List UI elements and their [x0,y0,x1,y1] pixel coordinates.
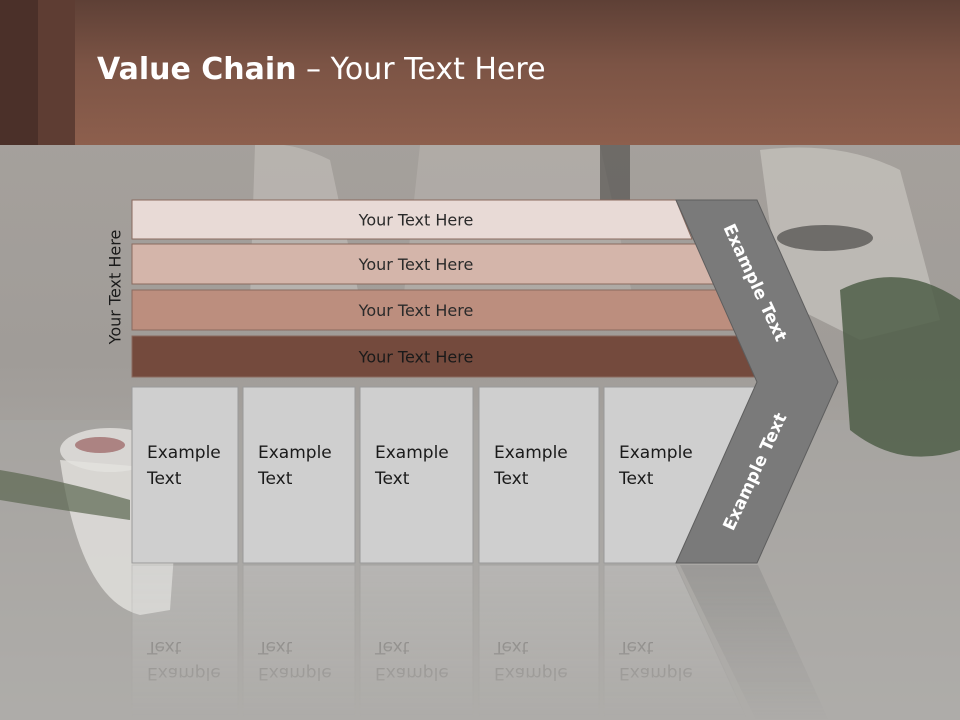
process-box-label: Example [494,443,568,463]
process-box-label: Example [147,443,221,463]
process-box-label-reflection: Example [375,663,449,683]
chevron-arrow [675,199,839,564]
process-box-reflection [359,564,474,720]
process-box-label: Example [258,443,332,463]
process-box-label: Text [257,469,293,489]
process-box-label-reflection: Text [257,637,293,657]
process-box-label: Text [493,469,529,489]
process-box-label: Example [375,443,449,463]
process-box-label: Text [146,469,182,489]
process-box [359,386,474,564]
title-bold: Value Chain [97,52,297,87]
process-box-reflection [478,564,600,720]
value-bar-label: Your Text Here [358,211,474,230]
process-box-label-reflection: Example [258,663,332,683]
process-box [478,386,600,564]
process-box-label-reflection: Text [618,637,654,657]
process-box-label-reflection: Example [494,663,568,683]
header-accent-strip [38,0,75,145]
process-box-label: Text [374,469,410,489]
process-box [131,386,239,564]
process-box-reflection [242,564,356,720]
process-box-label-reflection: Text [146,637,182,657]
value-bar-label: Your Text Here [358,255,474,274]
value-bar [131,199,693,240]
title-rest: – Your Text Here [296,52,546,87]
value-bar-label: Your Text Here [358,301,474,320]
process-box-label-reflection: Example [147,663,221,683]
process-box-reflection [603,564,748,720]
process-box [242,386,356,564]
process-box-label-reflection: Text [493,637,529,657]
process-box-label-reflection: Example [619,663,693,683]
value-bar-label: Your Text Here [358,348,474,367]
header-accent-strip [0,0,38,145]
process-box-label: Example [619,443,693,463]
process-box-label: Text [618,469,654,489]
slide-title: Value Chain – Your Text Here [97,52,546,88]
process-box-reflection [131,564,239,720]
header-band [0,0,960,145]
process-box-label-reflection: Text [374,637,410,657]
